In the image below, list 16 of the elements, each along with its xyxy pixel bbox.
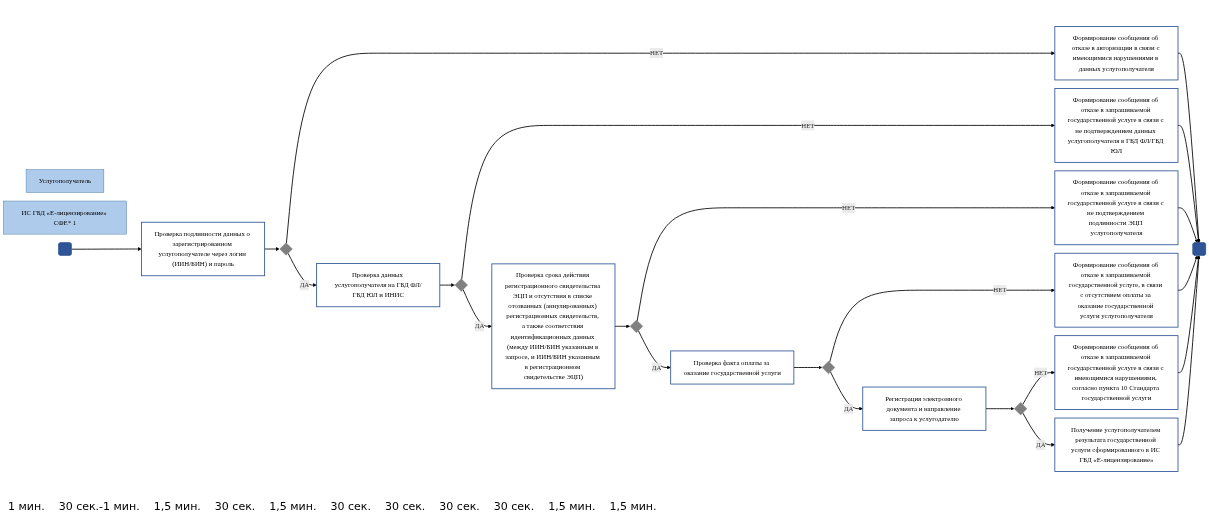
- duration-note: 1 мин.: [8, 500, 45, 513]
- node-diamond: [629, 319, 643, 333]
- node-diamond: [454, 278, 468, 292]
- node-diamond: [1014, 402, 1028, 416]
- duration-note: 30 сек.: [439, 500, 480, 513]
- duration-note: 30 сек.-1 мин.: [58, 500, 140, 513]
- duration-note: 1,5 мин.: [548, 500, 596, 513]
- duration-note: 30 сек.: [493, 500, 535, 513]
- duration-note: 1,5 мин.: [609, 500, 657, 513]
- node-diamond: [279, 242, 293, 256]
- duration-note: 1,5 мин.: [269, 500, 317, 513]
- duration-note: 30 сек.: [384, 500, 426, 513]
- duration-note: 30 сек.: [330, 500, 371, 513]
- duration-note: 1,5 мин.: [153, 500, 201, 513]
- duration-note: 30 сек.: [214, 500, 256, 513]
- node-diamond: [821, 360, 836, 375]
